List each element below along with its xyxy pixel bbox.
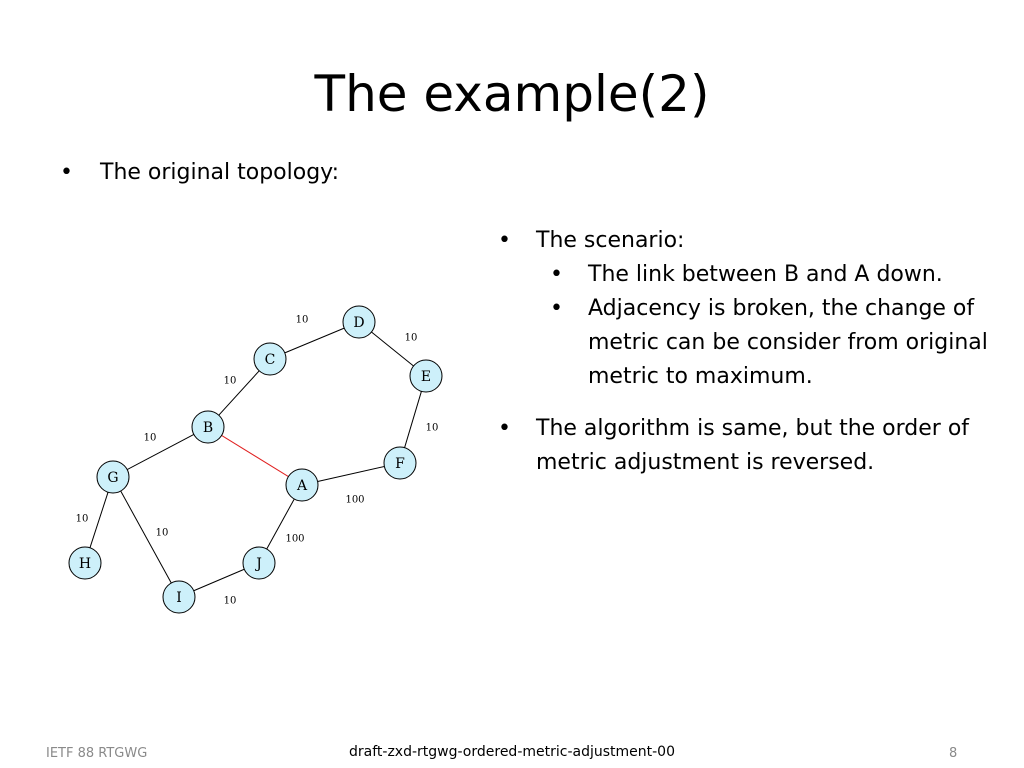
node-j: J	[242, 546, 276, 580]
link-j-a	[266, 498, 295, 550]
node-label: F	[395, 456, 405, 472]
metrics-layer: 10 10 10 10 10 100 10 10 100 10	[76, 315, 439, 607]
link-c-d	[284, 327, 345, 354]
link-a-f	[317, 466, 385, 482]
node-h: H	[68, 546, 102, 580]
footer-left: IETF 88 RTGWG	[46, 746, 148, 761]
bullet-dot: •	[550, 262, 563, 287]
bullet-level1: • The scenario:	[498, 224, 998, 258]
node-circle	[253, 342, 287, 376]
node-label: I	[176, 590, 182, 606]
node-circle	[191, 410, 225, 444]
link-e-f	[404, 391, 422, 448]
left-bullet-text: The original topology:	[100, 160, 340, 185]
node-label: H	[79, 556, 91, 572]
node-circle	[342, 305, 376, 339]
slide-title: The example(2)	[314, 65, 710, 123]
node-g: G	[96, 460, 130, 494]
link-metric-label: 10	[224, 376, 237, 387]
nodes-layer: A B C D E F G H I J	[68, 305, 443, 614]
bullet-dot: •	[60, 160, 73, 185]
node-i: I	[162, 580, 196, 614]
link-g-i	[120, 490, 172, 584]
footer-center: draft-zxd-rtgwg-ordered-metric-adjustmen…	[349, 744, 675, 760]
node-label: G	[107, 470, 118, 486]
link-metric-label: 10	[144, 433, 157, 444]
bullet-level2: • Adjacency is broken, the change of met…	[498, 292, 998, 394]
node-label: J	[254, 556, 262, 572]
bullet-level2: • The link between B and A down.	[498, 258, 998, 292]
link-metric-label: 100	[345, 495, 364, 506]
links-layer	[89, 327, 422, 592]
node-d: D	[342, 305, 376, 339]
node-label: A	[296, 478, 308, 494]
link-g-h	[89, 492, 109, 548]
node-circle	[383, 446, 417, 480]
bullet-dot: •	[498, 416, 511, 441]
link-g-b	[126, 434, 195, 470]
link-b-a	[221, 434, 289, 478]
slide-number: 8	[949, 746, 958, 761]
bullet-text: The scenario:	[536, 228, 685, 253]
node-label: B	[203, 420, 213, 436]
bullet-text: Adjacency is broken, the change of metri…	[588, 296, 988, 389]
bullet-dot: •	[498, 228, 511, 253]
node-b: B	[191, 410, 225, 444]
node-f: F	[383, 446, 417, 480]
node-circle	[242, 546, 276, 580]
link-metric-label: 100	[285, 534, 304, 545]
link-metric-label: 10	[224, 596, 237, 607]
node-circle	[96, 460, 130, 494]
left-bullet: • The original topology:	[60, 158, 339, 188]
link-metric-label: 10	[426, 423, 439, 434]
bullet-dot: •	[550, 296, 563, 321]
node-circle	[162, 580, 196, 614]
node-circle	[409, 359, 443, 393]
node-label: C	[265, 352, 276, 368]
bullet-text: The link between B and A down.	[588, 262, 943, 287]
node-c: C	[253, 342, 287, 376]
link-i-j	[193, 568, 245, 592]
node-label: D	[353, 315, 364, 331]
bullet-level1: • The algorithm is same, but the order o…	[498, 412, 998, 480]
link-metric-label: 10	[296, 315, 309, 326]
node-circle	[68, 546, 102, 580]
bullet-text: The algorithm is same, but the order of …	[536, 416, 970, 475]
node-a: A	[285, 468, 319, 502]
node-circle	[285, 468, 319, 502]
link-metric-label: 10	[76, 514, 89, 525]
link-metric-label: 10	[405, 333, 418, 344]
node-e: E	[409, 359, 443, 393]
node-label: E	[421, 369, 431, 385]
link-b-c	[218, 370, 260, 416]
link-metric-label: 10	[156, 528, 169, 539]
right-bullets: • The scenario: • The link between B and…	[498, 224, 998, 480]
link-d-e	[371, 331, 414, 367]
